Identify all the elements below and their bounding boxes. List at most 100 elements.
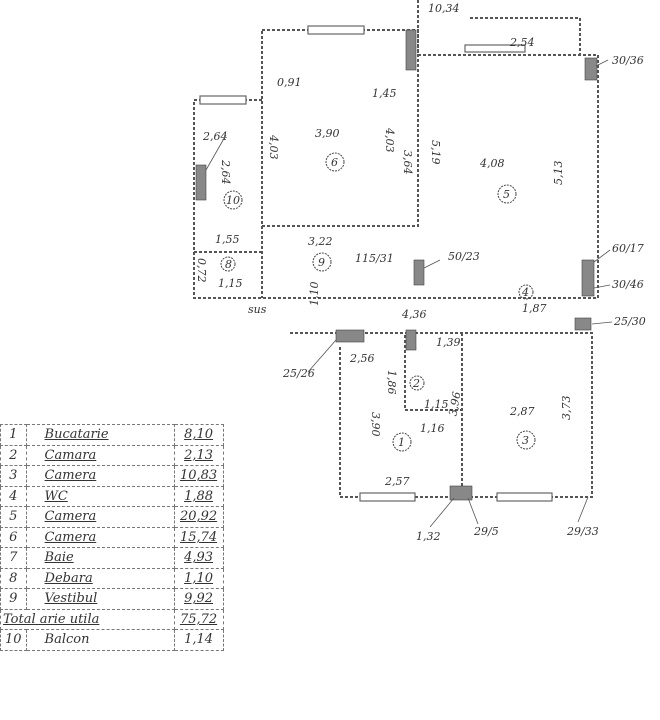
row-number: 5 [0, 506, 27, 528]
room-dimension: 2,57 [384, 475, 410, 488]
room-dimension: 5,13 [552, 161, 565, 186]
room-number: 1 [398, 436, 405, 449]
room-dimension: 1,15 [424, 398, 449, 411]
dimension-note: 10,34 [428, 2, 460, 15]
room-number: 3 [522, 434, 529, 447]
room-dimension: 1,86 [385, 370, 398, 395]
room-dimension: 1,15 [218, 277, 243, 290]
leader-lines [205, 59, 613, 528]
room-name: Camera [25, 526, 175, 548]
room-dimension: 3,96 [446, 391, 463, 417]
room-area: 8,10 [173, 424, 224, 446]
row-number: 8 [0, 567, 27, 589]
room-name: Baie [25, 547, 175, 569]
dimension-note: 1,39 [436, 336, 461, 349]
room-name: Debara [25, 567, 175, 589]
total-label: Total arie utila [0, 608, 175, 630]
room-dimension: 2,64 [219, 159, 232, 185]
dimension-note: 4,36 [401, 308, 427, 321]
room-dimension: 0,72 [195, 258, 208, 283]
dimension-note: 3,64 [401, 150, 414, 175]
room-dimension: 4,03 [267, 134, 280, 160]
room-dimension: 2,56 [349, 352, 375, 365]
room-number: 10 [226, 194, 240, 207]
room-number: 2 [412, 377, 420, 390]
room-dimension: 1,16 [420, 422, 445, 435]
row-number: 2 [0, 444, 27, 466]
room-labels: 6 3,90 4,03 4,03 5 4,08 5,19 5,13 10 2,6… [195, 127, 573, 488]
room-dimension: 3,73 [560, 396, 573, 421]
room-area: 1,10 [173, 567, 224, 589]
dimension-note: 60/17 [612, 242, 644, 255]
row-number: 6 [0, 526, 27, 548]
row-number: 10 [0, 629, 27, 651]
room-name: WC [25, 485, 175, 507]
room-name: Camara [25, 444, 175, 466]
room-dimension: 2,87 [509, 405, 535, 418]
room-area: 10,83 [173, 465, 224, 487]
windows [199, 25, 553, 502]
room-dimension: 4,03 [383, 127, 396, 153]
room-dimension: 3,90 [369, 412, 382, 437]
dimension-note: 115/31 [355, 252, 394, 265]
room-area: 4,93 [173, 547, 224, 569]
dimension-note: 1,32 [416, 530, 441, 543]
row-number: 4 [0, 485, 27, 507]
row-number: 7 [0, 547, 27, 569]
room-number: 8 [225, 258, 232, 271]
room-area: 2,13 [173, 444, 224, 466]
room-dimension: 3,22 [308, 235, 333, 248]
room-name: Balcon [25, 629, 175, 651]
dimension-note: 29/33 [566, 525, 599, 538]
dimension-note: 1,45 [372, 87, 397, 100]
room-dimension: 4,08 [479, 157, 505, 170]
dimension-note: 25/26 [282, 367, 315, 380]
columns [195, 29, 598, 501]
dimension-notes: 0,91 1,55 2,64 1,45 115/31 50/23 30/36 6… [202, 2, 646, 543]
room-name: Camera [25, 506, 175, 528]
room-area: 20,92 [173, 506, 224, 528]
room-area: 1,14 [173, 629, 224, 651]
room-number: 6 [331, 156, 338, 169]
dimension-note: 1,10 [308, 282, 321, 307]
room-area: 1,88 [173, 485, 224, 507]
walls [193, 0, 599, 498]
dimension-note: 30/46 [612, 278, 644, 291]
room-name: Bucatarie [25, 424, 175, 446]
room-dimension: 3,90 [315, 127, 340, 140]
dimension-note: sus [248, 303, 267, 316]
dimension-note: 30/36 [612, 54, 644, 67]
room-number: 9 [318, 256, 325, 269]
dimension-note: 29/5 [473, 525, 499, 538]
dimension-note: 0,91 [277, 76, 302, 89]
room-name: Camera [25, 465, 175, 487]
total-area: 75,72 [173, 608, 224, 630]
dimension-note: 2,64 [202, 130, 228, 143]
dimension-note: 2,54 [509, 36, 535, 49]
dimension-note: 1,55 [215, 233, 240, 246]
row-number: 3 [0, 465, 27, 487]
dimension-note: 50/23 [448, 250, 480, 263]
room-number: 5 [503, 188, 510, 201]
dimension-note: 25/30 [613, 315, 646, 328]
room-name: Vestibul [25, 588, 175, 610]
row-number: 9 [0, 588, 27, 610]
room-number: 4 [521, 286, 529, 299]
room-area: 15,74 [173, 526, 224, 548]
room-dimension: 5,19 [429, 140, 442, 165]
room-dimension: 1,87 [522, 302, 547, 315]
row-number: 1 [0, 424, 27, 446]
